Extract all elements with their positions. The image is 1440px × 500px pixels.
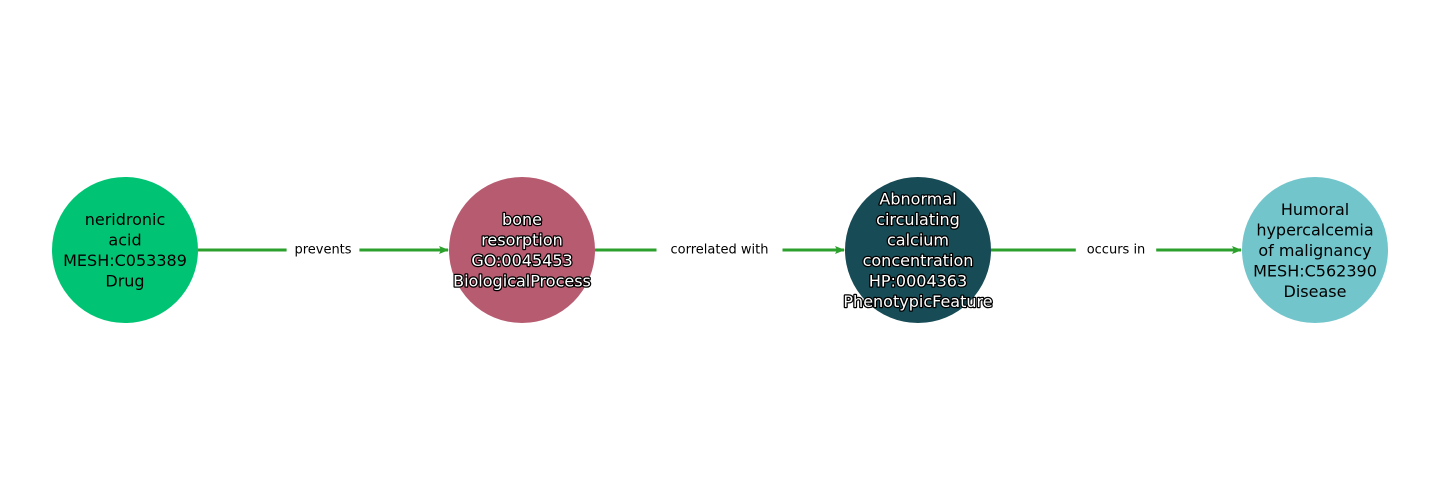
node-label-line: calcium bbox=[887, 231, 949, 250]
node-label-line: MESH:C053389 bbox=[63, 251, 187, 270]
node-label-line: of malignancy bbox=[1258, 241, 1371, 260]
node-label-line: Drug bbox=[105, 272, 144, 291]
edge-correlated-with: correlated with bbox=[595, 240, 845, 260]
edge-label-background bbox=[1075, 240, 1157, 260]
node-circle[interactable] bbox=[449, 177, 595, 323]
node-label-line: resorption bbox=[481, 231, 563, 250]
node-label-line: neridronic bbox=[85, 210, 166, 229]
node-circle[interactable] bbox=[52, 177, 198, 323]
node-circle[interactable] bbox=[845, 177, 991, 323]
node-bone[interactable]: bone resorptionGO:0045453BiologicalProces… bbox=[449, 177, 595, 323]
node-label-line: bone bbox=[502, 210, 542, 229]
edge-label-background bbox=[286, 240, 360, 260]
edge-label: correlated with bbox=[671, 243, 769, 258]
node-label-line: circulating bbox=[876, 210, 960, 229]
node-label-line: concentration bbox=[863, 251, 974, 270]
edge-label-background bbox=[656, 240, 783, 260]
node-label-line: Abnormal bbox=[879, 190, 956, 209]
edge-occurs-in: occurs in bbox=[991, 240, 1242, 260]
node-label-line: PhenotypicFeature bbox=[843, 292, 992, 311]
node-label-line: MESH:C562390 bbox=[1253, 261, 1377, 280]
node-label-line: BiologicalProcess bbox=[453, 272, 591, 291]
node-label-line: Humoral bbox=[1281, 200, 1349, 219]
node-label-line: Disease bbox=[1284, 282, 1347, 301]
node-label-line: acid bbox=[108, 231, 141, 250]
node-label-line: hypercalcemia bbox=[1256, 220, 1373, 239]
edge-label: occurs in bbox=[1087, 243, 1146, 258]
edge-prevents: prevents bbox=[198, 240, 449, 260]
node-label-line: HP:0004363 bbox=[869, 272, 967, 291]
node-circle[interactable] bbox=[1242, 177, 1388, 323]
node-label-line: GO:0045453 bbox=[471, 251, 572, 270]
edge-label: prevents bbox=[294, 243, 351, 258]
